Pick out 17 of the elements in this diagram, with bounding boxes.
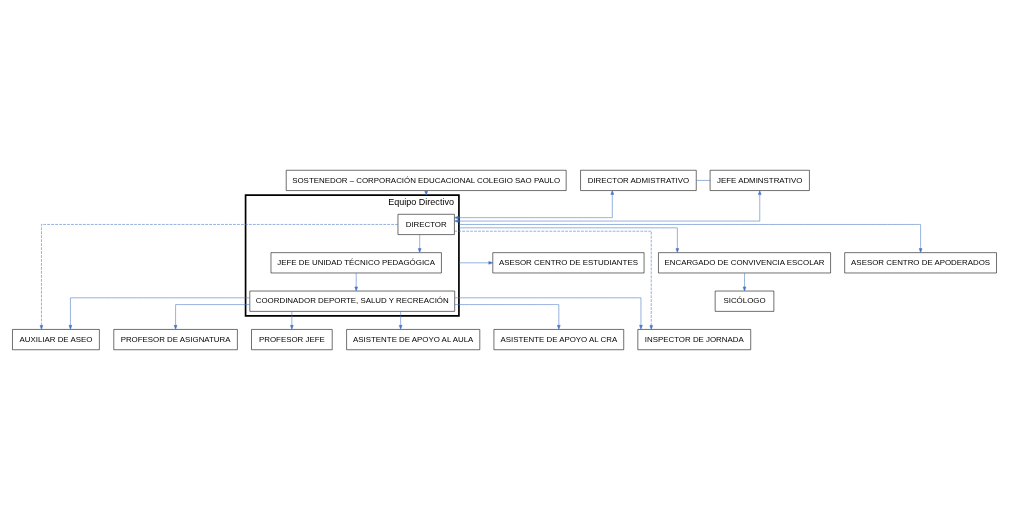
arrow — [454, 303, 561, 330]
arrow — [173, 303, 250, 330]
arrow — [418, 233, 422, 253]
arrow — [290, 310, 294, 330]
arrow — [454, 189, 614, 219]
arrow — [458, 223, 923, 253]
arrow — [458, 227, 679, 253]
connector — [696, 179, 711, 181]
arrow — [454, 297, 643, 330]
arrow — [68, 297, 250, 330]
arrow — [742, 272, 747, 291]
arrow — [399, 310, 403, 330]
arrow — [39, 223, 399, 330]
arrow — [354, 272, 358, 291]
arrow — [454, 230, 653, 330]
arrow — [458, 260, 494, 264]
arrow — [454, 189, 762, 223]
